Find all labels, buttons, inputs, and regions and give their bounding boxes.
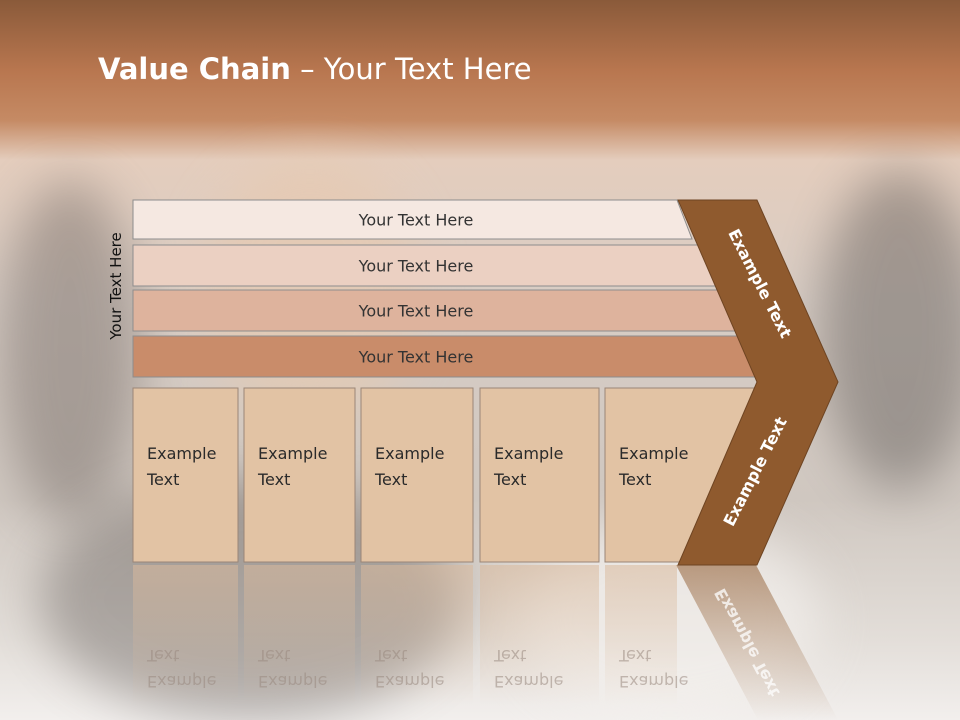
title-bold: Value Chain <box>98 52 291 86</box>
activity-box-reflection-label: Example <box>619 672 688 691</box>
activity-box-reflection-label: Text <box>493 646 526 665</box>
activity-box-reflection <box>480 565 599 705</box>
activity-box-label: Example <box>494 444 563 463</box>
chevron-arrow <box>677 199 839 566</box>
activity-box-label: Example <box>375 444 444 463</box>
activity-box-reflection <box>133 565 238 705</box>
activity-box-reflection <box>361 565 473 705</box>
activity-box-label: Example <box>147 444 216 463</box>
activity-box <box>243 387 356 563</box>
value-chain-row <box>132 199 693 240</box>
background-photo-blob <box>0 180 140 520</box>
activity-box-reflection-label: Example <box>494 672 563 691</box>
activity-box-label: Example <box>258 444 327 463</box>
activity-box-label: Text <box>257 470 290 489</box>
activity-box-label: Example <box>619 444 688 463</box>
row-label: Your Text Here <box>358 257 474 276</box>
activity-box <box>479 387 600 563</box>
activity-box-reflection <box>605 565 677 705</box>
activity-box-reflection-label: Text <box>257 646 290 665</box>
activity-box-label: Text <box>374 470 407 489</box>
activity-box-reflection-label: Text <box>618 646 651 665</box>
activity-box <box>132 387 239 563</box>
arrow-reflection <box>676 565 838 720</box>
background-photo-blob <box>820 170 960 490</box>
slide-title: Value Chain – Your Text Here <box>98 52 532 86</box>
activity-box <box>360 387 474 563</box>
row-label: Your Text Here <box>358 302 474 321</box>
title-rest: – Your Text Here <box>290 52 532 86</box>
activity-box-reflection-label: Example <box>147 672 216 691</box>
activity-box-reflection-label: Text <box>374 646 407 665</box>
activity-box-reflection <box>244 565 355 705</box>
activity-box-label: Text <box>493 470 526 489</box>
activity-box-reflection-label: Text <box>146 646 179 665</box>
row-label: Your Text Here <box>358 211 474 230</box>
activity-box-label: Text <box>618 470 651 489</box>
row-label: Your Text Here <box>358 348 474 367</box>
activity-box-reflection-label: Example <box>258 672 327 691</box>
activity-box-label: Text <box>146 470 179 489</box>
activity-box-reflection-label: Example <box>375 672 444 691</box>
